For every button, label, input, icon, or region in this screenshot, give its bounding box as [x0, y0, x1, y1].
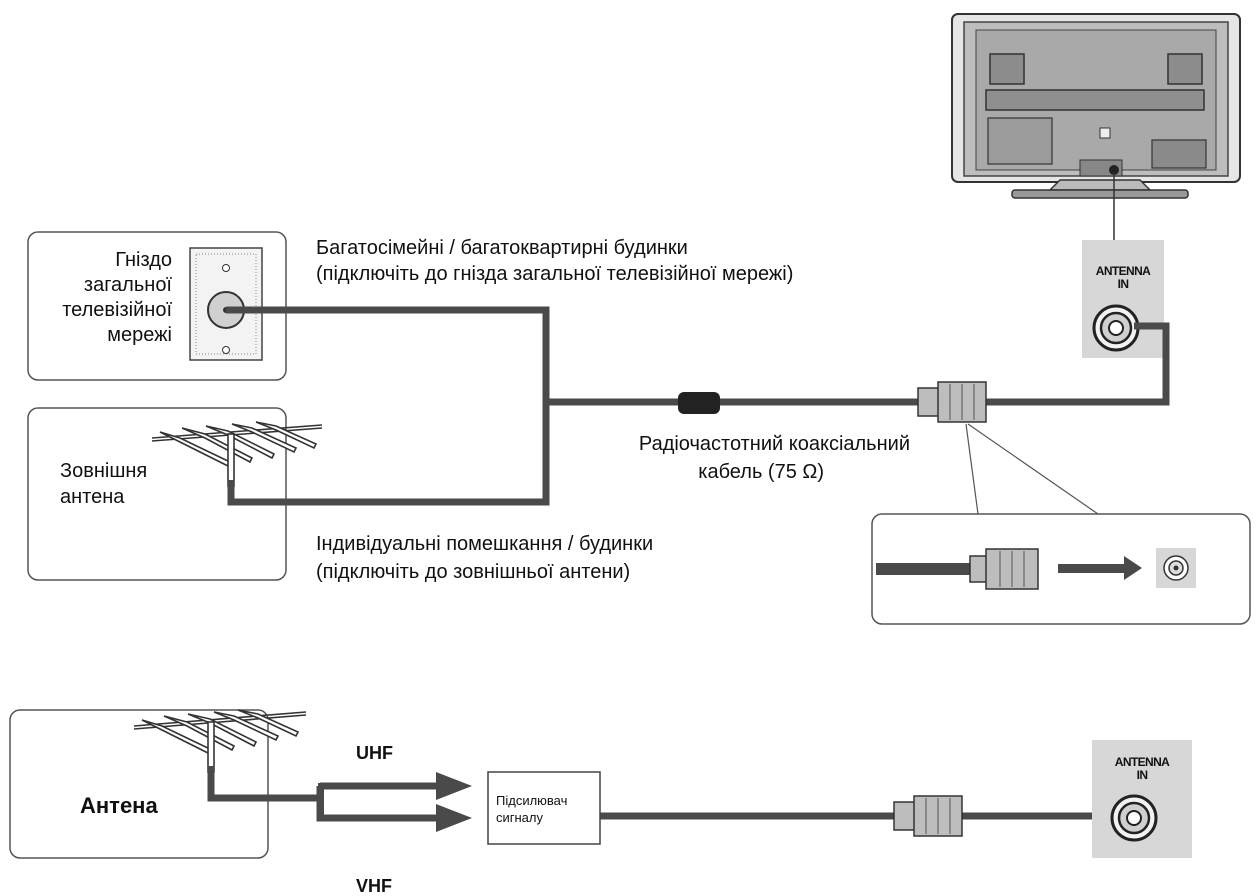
outdoor-antenna-icon [151, 421, 323, 487]
antenna-in-top-line2: IN [1117, 277, 1129, 291]
house-label-line2: (підключіть до зовнішньої антени) [316, 561, 631, 583]
ferrite-core [678, 392, 720, 414]
wall-socket-label: Гніздо загальної телевізійної мережі [62, 249, 172, 346]
outdoor-antenna-label: Зовнішня антена [60, 460, 148, 508]
wall-socket-box [27, 231, 287, 381]
antenna-in-label-top: ANTENNA IN [1082, 265, 1164, 291]
coax-connector-top [917, 381, 987, 423]
vhf-arrow [436, 804, 472, 832]
coax-connector-bottom [893, 795, 963, 837]
bottom-antenna-label: Антена [80, 793, 158, 818]
coax-cables-top [226, 306, 1170, 506]
apartment-label-line1: Багатосімейні / багатоквартирні будинки [316, 237, 688, 259]
antenna-in-label-bottom: ANTENNA IN [1092, 756, 1192, 782]
amplifier-label: Підсилювач сигналу [496, 793, 568, 825]
antenna-in-bottom-line1: ANTENNA [1114, 755, 1170, 769]
uhf-arrow [436, 772, 472, 800]
antenna-in-top-line1: ANTENNA [1095, 264, 1151, 278]
tv-rear-panel [951, 13, 1241, 199]
outdoor-antenna-box [27, 407, 287, 581]
antenna-in-panel-bottom [1092, 740, 1192, 858]
coax-cables-bottom [207, 766, 1108, 822]
signal-amplifier-box [487, 771, 601, 845]
connector-inset-box [871, 513, 1251, 625]
uhf-label: UHF [356, 743, 393, 763]
bottom-antenna-icon [133, 709, 307, 773]
callout-lines [965, 423, 1099, 515]
house-label-line1: Індивідуальні помешкання / будинки [316, 533, 654, 555]
cable-label-line1: Радіочастотний коаксіальний [638, 433, 910, 455]
vhf-label: VHF [356, 876, 392, 896]
cable-label-line2: кабель (75 Ω) [698, 461, 824, 483]
antenna-in-panel-top [1082, 240, 1164, 358]
antenna-in-bottom-line2: IN [1136, 768, 1148, 782]
apartment-label-line2: (підключіть до гнізда загальної телевізі… [316, 263, 794, 285]
